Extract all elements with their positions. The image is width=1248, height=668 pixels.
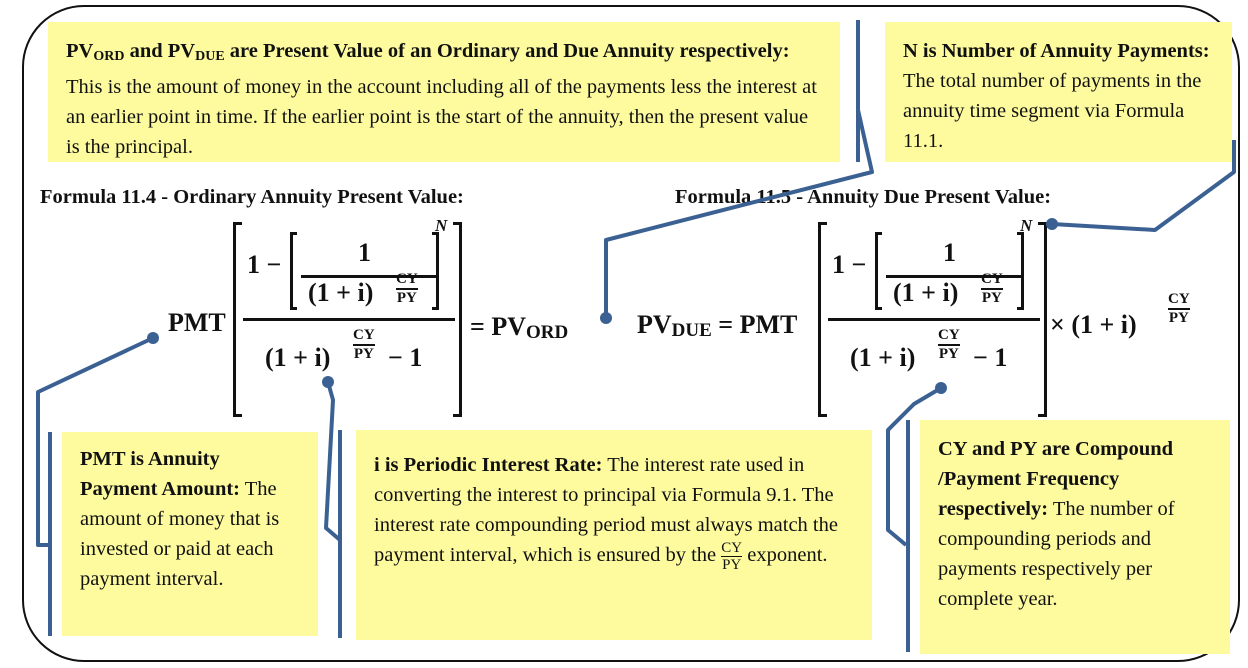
cy-definition-box: CY and PY are Compound /Payment Frequenc… bbox=[920, 420, 1230, 654]
formula-11-5-title: Formula 11.5 - Annuity Due Present Value… bbox=[675, 186, 1052, 208]
pmt-definition-box: PMT is Annuity Payment Amount: The amoun… bbox=[62, 432, 318, 636]
pmt-symbol: PMT bbox=[168, 308, 226, 337]
pv-definition-box: PVORD and PVDUE are Present Value of an … bbox=[48, 22, 840, 162]
pv-connector bbox=[600, 20, 874, 324]
formula-11-4-title: Formula 11.4 - Ordinary Annuity Present … bbox=[40, 186, 464, 208]
diagram-frame bbox=[22, 5, 1240, 662]
i-definition-box: i is Periodic Interest Rate: The interes… bbox=[356, 430, 872, 640]
pmt-connector bbox=[36, 332, 159, 636]
times-growth-factor: × (1 + i) bbox=[1050, 310, 1137, 339]
pv-due-lhs: PVDUE = PMT bbox=[637, 310, 798, 341]
cy-py-connector bbox=[886, 382, 947, 652]
n-definition-box: N is Number of Annuity Payments: The tot… bbox=[885, 22, 1232, 162]
pv-ord-symbol: = PVORD bbox=[470, 312, 569, 343]
i-connector bbox=[322, 376, 342, 638]
n-connector bbox=[1046, 140, 1236, 232]
